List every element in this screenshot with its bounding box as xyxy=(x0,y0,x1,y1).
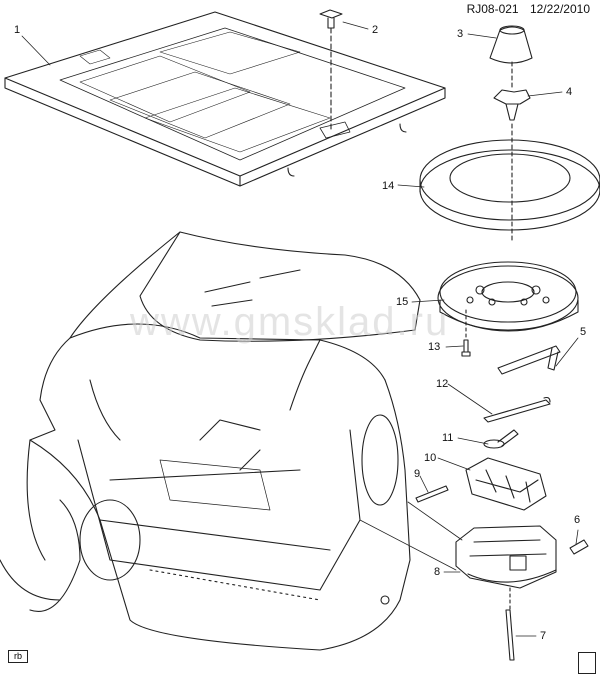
callout-7: 7 xyxy=(540,630,547,642)
lug-wrench xyxy=(497,345,561,375)
bolt xyxy=(461,309,471,357)
callout-15: 15 xyxy=(396,296,409,308)
hold-down-bolt xyxy=(505,587,515,661)
vehicle-icon xyxy=(578,652,596,674)
callout-9: 9 xyxy=(414,468,421,480)
diagram-header: RJ08-021 12/22/2010 xyxy=(459,2,590,16)
corner-tag: rb xyxy=(8,650,28,663)
trunk-floor-panel xyxy=(4,11,446,187)
callout-2: 2 xyxy=(372,24,379,36)
callout-4: 4 xyxy=(566,86,573,98)
jack-retainer xyxy=(483,429,519,449)
callout-8: 8 xyxy=(434,566,441,578)
diagram-date: 12/22/2010 xyxy=(529,2,590,16)
leader-lines xyxy=(21,21,579,637)
callout-1: 1 xyxy=(14,24,21,36)
callout-12: 12 xyxy=(436,378,449,390)
callout-3: 3 xyxy=(457,28,464,40)
jack-handle xyxy=(483,396,551,423)
callout-11: 11 xyxy=(442,432,454,444)
wing-nut-cap xyxy=(489,25,533,64)
spare-wheel xyxy=(437,261,579,332)
callout-14: 14 xyxy=(382,180,395,192)
diagram-id: RJ08-021 xyxy=(466,2,519,16)
retainer-nut xyxy=(493,61,531,121)
retainer-pin xyxy=(319,9,343,131)
spare-tire xyxy=(419,123,600,241)
tool-tray xyxy=(455,525,557,589)
callout-13: 13 xyxy=(428,341,441,353)
callout-10: 10 xyxy=(424,452,437,464)
callout-5: 5 xyxy=(580,326,587,338)
vehicle-rear xyxy=(0,231,421,651)
jack xyxy=(465,457,547,511)
watermark: www.gmsklad.ru xyxy=(130,300,450,344)
callout-6: 6 xyxy=(574,514,581,526)
plug xyxy=(569,539,589,555)
jack-pin xyxy=(415,485,449,503)
